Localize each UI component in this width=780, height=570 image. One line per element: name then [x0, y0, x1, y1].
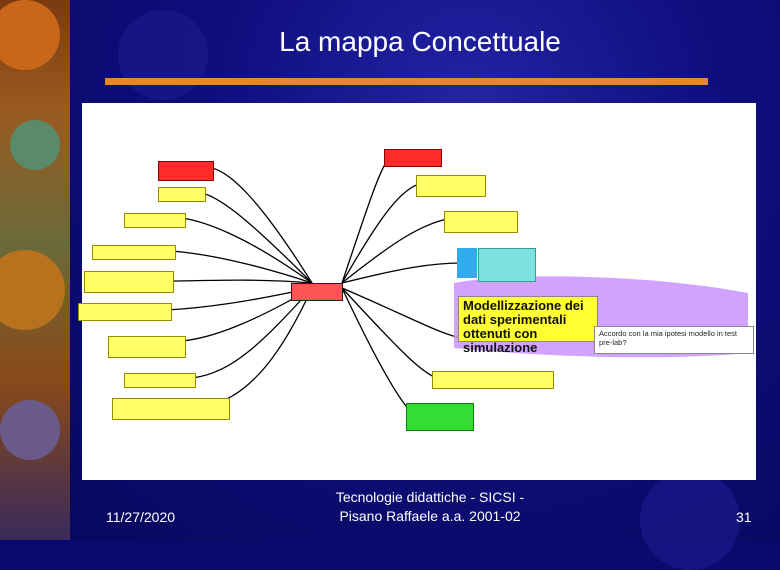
- gear-icon: [0, 0, 60, 70]
- map-node: [112, 398, 230, 420]
- map-node: [406, 403, 474, 431]
- map-node: [92, 245, 176, 260]
- footer-author: Pisano Raffaele a.a. 2001-02: [339, 508, 521, 524]
- map-node: [124, 373, 196, 388]
- map-node: [158, 187, 206, 202]
- map-node: [158, 161, 214, 181]
- title-underline: [105, 78, 708, 85]
- footer-center: Tecnologie didattiche - SICSI - Pisano R…: [330, 488, 530, 526]
- map-node: [444, 211, 518, 233]
- gear-icon: [10, 120, 60, 170]
- map-node: [78, 303, 172, 321]
- gear-icon: [640, 470, 740, 570]
- slide-title: La mappa Concettuale: [279, 26, 561, 57]
- map-center-node: [291, 283, 343, 301]
- mind-map-image: [78, 103, 756, 480]
- map-node: [124, 213, 186, 228]
- footer-course: Tecnologie didattiche - SICSI -: [335, 489, 525, 505]
- gear-icon: [0, 250, 65, 330]
- map-node: [384, 149, 442, 167]
- gear-icon: [0, 400, 60, 460]
- highlight-node: Modellizzazione dei dati sperimentali ot…: [458, 296, 598, 355]
- map-node: [108, 336, 186, 358]
- callout-bubble: Accordo con la mia ipotesi modello in te…: [594, 326, 754, 354]
- page-number: 31: [736, 509, 752, 525]
- map-node: [432, 371, 554, 389]
- map-node: [84, 271, 174, 293]
- map-node: [478, 248, 536, 282]
- footer-date: 11/27/2020: [106, 509, 176, 525]
- map-node: [416, 175, 486, 197]
- decorative-gear-strip: [0, 0, 70, 540]
- gear-icon: [118, 10, 208, 100]
